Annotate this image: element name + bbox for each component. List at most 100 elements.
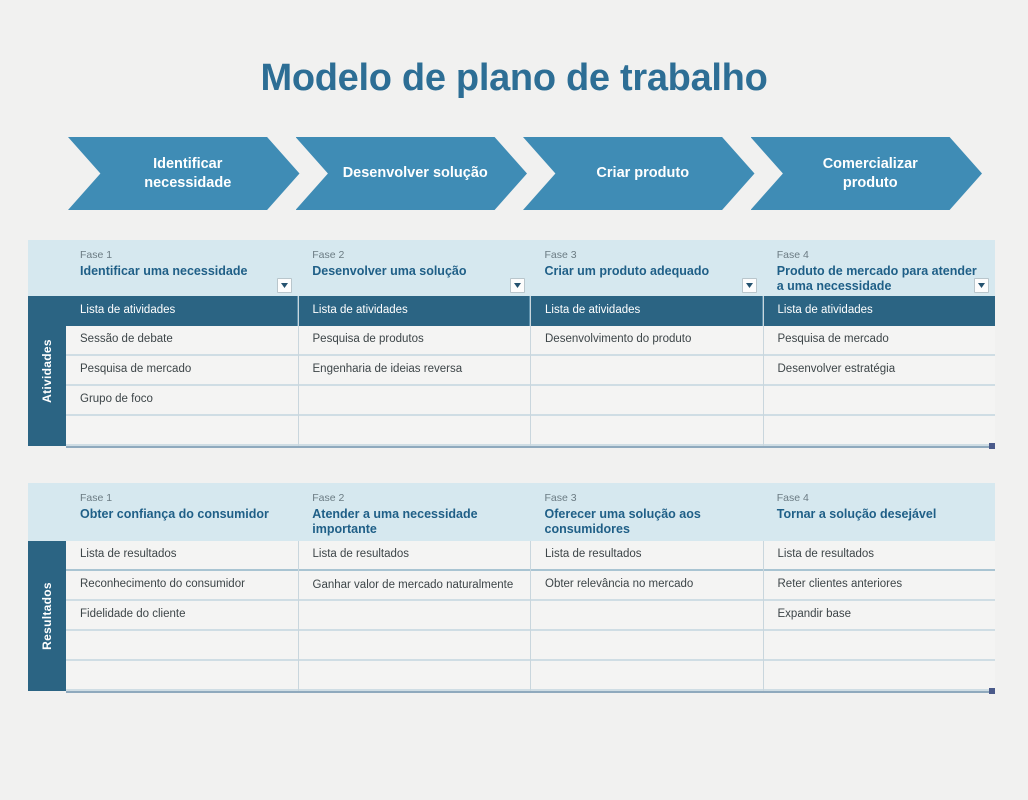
table-row[interactable] [531, 416, 763, 446]
table-row[interactable]: Engenharia de ideias reversa [298, 356, 530, 386]
table-row[interactable] [763, 416, 995, 446]
phase-number: Fase 1 [80, 249, 113, 261]
activities-rail: Atividades [28, 296, 66, 446]
table-row[interactable]: Reconhecimento do consumidor [66, 571, 298, 601]
table-resize-handle[interactable] [989, 443, 995, 449]
table-row[interactable]: Desenvolver estratégia [763, 356, 995, 386]
phase-title: Atender a uma necessidade importante [312, 506, 478, 536]
activities-table-bottom-border [66, 443, 995, 449]
phase-title: Tornar a solução desejável [776, 506, 937, 521]
process-step-4[interactable]: Comercializar produto [750, 137, 982, 210]
table-row[interactable] [66, 661, 298, 691]
phase-title: Oferecer uma solução aos consumidores [544, 506, 701, 536]
filter-dropdown-button-1[interactable] [277, 278, 293, 293]
list-header: Lista de resultados [66, 541, 298, 571]
activities-column-2: Lista de atividades Pesquisa de produtos… [298, 296, 531, 446]
list-header: Lista de atividades [763, 296, 995, 326]
phase-title: Identificar uma necessidade [80, 263, 248, 278]
phase-number: Fase 2 [312, 492, 345, 504]
rail-spacer [28, 483, 66, 541]
phase-title: Desenvolver uma solução [312, 263, 467, 278]
process-step-2[interactable]: Desenvolver solução [295, 137, 527, 210]
table-row[interactable]: Fidelidade do cliente [66, 601, 298, 631]
results-column-3: Lista de resultados Obter relevância no … [531, 541, 764, 691]
table-row[interactable] [66, 631, 298, 661]
results-column-4: Lista de resultados Reter clientes anter… [763, 541, 995, 691]
phase-header-cell-4: Fase 4 Tornar a solução desejável [763, 483, 995, 541]
page-title: Modelo de plano de trabalho [260, 57, 768, 99]
phase-number: Fase 2 [312, 249, 345, 261]
phase-number: Fase 1 [80, 492, 113, 504]
table-row[interactable]: Desenvolvimento do produto [531, 326, 763, 356]
table-row[interactable]: Ganhar valor de mercado naturalmente [298, 571, 530, 601]
process-step-3[interactable]: Criar produto [523, 137, 755, 210]
process-flow: Identificar necessidade Desenvolver solu… [68, 137, 982, 210]
table-row[interactable]: Reter clientes anteriores [763, 571, 995, 601]
table-row[interactable] [298, 601, 530, 631]
table-row[interactable] [66, 416, 298, 446]
table-row[interactable] [531, 601, 763, 631]
table-row[interactable] [763, 386, 995, 416]
rail-label: Resultados [40, 582, 54, 650]
process-step-label: Desenvolver solução [342, 165, 488, 182]
table-row[interactable]: Sessão de debate [66, 326, 298, 356]
table-row[interactable] [531, 356, 763, 386]
table-row[interactable]: Pesquisa de mercado [763, 326, 995, 356]
activities-table: Fase 1 Identificar uma necessidade Fase … [28, 240, 995, 449]
results-rail: Resultados [28, 541, 66, 691]
filter-dropdown-button-4[interactable] [974, 278, 989, 293]
rail-spacer [28, 240, 66, 296]
phase-header-cell-2: Fase 2 Desenvolver uma solução [298, 240, 530, 296]
filter-dropdown-button-3[interactable] [741, 278, 757, 293]
table-row[interactable] [298, 416, 530, 446]
table-row[interactable] [531, 661, 763, 691]
phase-title: Produto de mercado para atender a uma ne… [776, 263, 977, 293]
results-column-2: Lista de resultados Ganhar valor de merc… [298, 541, 531, 691]
phase-header-cell-2: Fase 2 Atender a uma necessidade importa… [298, 483, 530, 541]
filter-dropdown-button-2[interactable] [509, 278, 525, 293]
chevron-down-icon [978, 283, 985, 288]
activities-phase-header: Fase 1 Identificar uma necessidade Fase … [28, 240, 995, 296]
process-step-1[interactable]: Identificar necessidade [68, 137, 300, 210]
table-row[interactable]: Obter relevância no mercado [531, 571, 763, 601]
list-header: Lista de atividades [298, 296, 530, 326]
phase-header-cell-3: Fase 3 Criar um produto adequado [531, 240, 763, 296]
table-row[interactable]: Pesquisa de mercado [66, 356, 298, 386]
activities-body: Atividades Lista de atividades Sessão de… [28, 296, 995, 446]
list-header: Lista de resultados [531, 541, 763, 571]
results-body: Resultados Lista de resultados Reconheci… [28, 541, 995, 691]
list-header: Lista de resultados [298, 541, 530, 571]
results-column-1: Lista de resultados Reconhecimento do co… [66, 541, 299, 691]
table-row[interactable] [298, 386, 530, 416]
table-row[interactable] [531, 386, 763, 416]
phase-number: Fase 3 [544, 249, 577, 261]
phase-number: Fase 4 [776, 492, 809, 504]
table-row[interactable] [763, 631, 995, 661]
results-phase-header: Fase 1 Obter confiança do consumidor Fas… [28, 483, 995, 541]
table-row[interactable]: Grupo de foco [66, 386, 298, 416]
activities-grid: Lista de atividades Sessão de debate Pes… [66, 296, 995, 446]
phase-title: Obter confiança do consumidor [80, 506, 269, 521]
phase-header-cell-1: Fase 1 Obter confiança do consumidor [66, 483, 298, 541]
table-row[interactable] [763, 661, 995, 691]
phase-header-cell-3: Fase 3 Oferecer uma solução aos consumid… [531, 483, 763, 541]
list-header: Lista de resultados [763, 541, 995, 571]
activities-column-4: Lista de atividades Pesquisa de mercado … [763, 296, 995, 446]
table-row[interactable] [298, 631, 530, 661]
phase-header-cell-4: Fase 4 Produto de mercado para atender a… [763, 240, 995, 296]
table-row[interactable] [531, 631, 763, 661]
chevron-down-icon [281, 283, 289, 288]
process-step-label: Identificar necessidade [144, 156, 232, 191]
list-header: Lista de atividades [531, 296, 763, 326]
table-row[interactable]: Pesquisa de produtos [298, 326, 530, 356]
phase-header-cell-1: Fase 1 Identificar uma necessidade [66, 240, 298, 296]
table-resize-handle[interactable] [989, 688, 995, 694]
process-step-label: Criar produto [596, 165, 690, 182]
table-row[interactable] [298, 661, 530, 691]
table-row[interactable]: Expandir base [763, 601, 995, 631]
phase-title: Criar um produto adequado [544, 263, 710, 278]
phase-number: Fase 4 [776, 249, 809, 261]
phase-number: Fase 3 [544, 492, 577, 504]
activities-column-3: Lista de atividades Desenvolvimento do p… [531, 296, 764, 446]
chevron-down-icon [745, 283, 753, 288]
